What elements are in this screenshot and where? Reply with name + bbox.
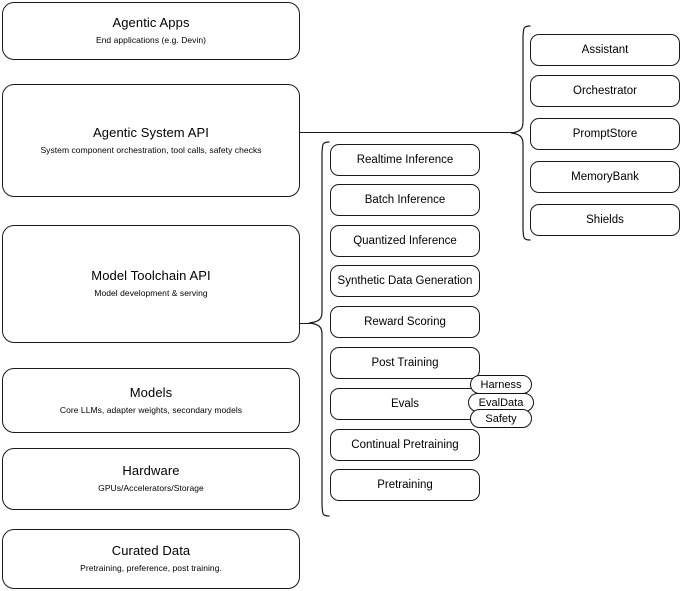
evals-tag-safety[interactable]: Safety (470, 409, 532, 428)
toolchain-component-post-training[interactable]: Post Training (330, 347, 480, 379)
stack-layer-title: Model Toolchain API (91, 268, 211, 283)
tag-label: Harness (480, 378, 522, 391)
stack-layer-hardware[interactable]: Hardware GPUs/Accelerators/Storage (2, 448, 300, 510)
component-label: Shields (586, 214, 624, 226)
stack-layer-subtitle: Pretraining, preference, post training. (80, 563, 222, 573)
toolchain-component-quantized-inference[interactable]: Quantized Inference (330, 225, 480, 257)
component-label: Assistant (581, 44, 629, 56)
agentic-component-memorybank[interactable]: MemoryBank (530, 161, 680, 193)
stack-layer-title: Models (129, 384, 173, 400)
stack-layer-agentic-apps[interactable]: Agentic Apps End applications (e.g. Devi… (2, 2, 300, 60)
component-label: Batch Inference (364, 194, 446, 206)
toolchain-component-realtime-inference[interactable]: Realtime Inference (330, 144, 480, 176)
agentic-component-shields[interactable]: Shields (530, 204, 680, 236)
toolchain-component-batch-inference[interactable]: Batch Inference (330, 184, 480, 216)
stack-layer-subtitle: System component orchestration, tool cal… (40, 144, 262, 155)
toolchain-component-pretraining[interactable]: Pretraining (330, 469, 480, 501)
component-label: Synthetic Data Generation (337, 275, 473, 287)
component-label: Post Training (371, 357, 439, 369)
brace-toolchain-components (308, 141, 330, 517)
component-label: Orchestrator (573, 85, 637, 97)
stack-layer-curated-data[interactable]: Curated Data Pretraining, preference, po… (2, 529, 300, 589)
agentic-component-orchestrator[interactable]: Orchestrator (530, 75, 680, 107)
tag-label: Safety (485, 412, 517, 425)
stack-layer-title: Agentic System API (93, 124, 209, 140)
stack-layer-model-toolchain-api[interactable]: Model Toolchain API Model development & … (2, 225, 300, 343)
stack-layer-title: Agentic Apps (112, 15, 190, 30)
toolchain-component-synthetic-data-generation[interactable]: Synthetic Data Generation (330, 265, 480, 297)
stack-layer-title: Curated Data (111, 543, 191, 558)
component-label: Continual Pretraining (351, 439, 459, 451)
evals-tag-harness[interactable]: Harness (470, 375, 532, 394)
agentic-component-assistant[interactable]: Assistant (530, 34, 680, 66)
component-label: Quantized Inference (353, 235, 457, 247)
component-label: Pretraining (377, 479, 433, 491)
component-label: PromptStore (572, 128, 638, 140)
connector-toolchain-to-components (300, 318, 310, 328)
connector-agentic-system-to-components (300, 127, 516, 139)
evals-tag-evaldata[interactable]: EvalData (468, 393, 534, 412)
stack-layer-models[interactable]: Models Core LLMs, adapter weights, secon… (2, 368, 300, 433)
tag-label: EvalData (478, 396, 524, 409)
stack-layer-subtitle: Core LLMs, adapter weights, secondary mo… (59, 404, 243, 415)
component-label: MemoryBank (571, 171, 639, 183)
toolchain-component-continual-pretraining[interactable]: Continual Pretraining (330, 429, 480, 461)
stack-layer-title: Hardware (122, 463, 180, 478)
stack-layer-subtitle: GPUs/Accelerators/Storage (98, 483, 204, 493)
toolchain-component-reward-scoring[interactable]: Reward Scoring (330, 306, 480, 338)
stack-layer-subtitle: Model development & serving (94, 288, 208, 298)
component-label: Evals (390, 398, 420, 410)
stack-layer-agentic-system-api[interactable]: Agentic System API System component orch… (2, 84, 300, 197)
component-label: Realtime Inference (356, 154, 454, 166)
toolchain-component-evals[interactable]: Evals (330, 388, 480, 420)
agentic-component-promptstore[interactable]: PromptStore (530, 118, 680, 150)
component-label: Reward Scoring (364, 316, 446, 328)
stack-layer-subtitle: End applications (e.g. Devin) (95, 35, 207, 45)
